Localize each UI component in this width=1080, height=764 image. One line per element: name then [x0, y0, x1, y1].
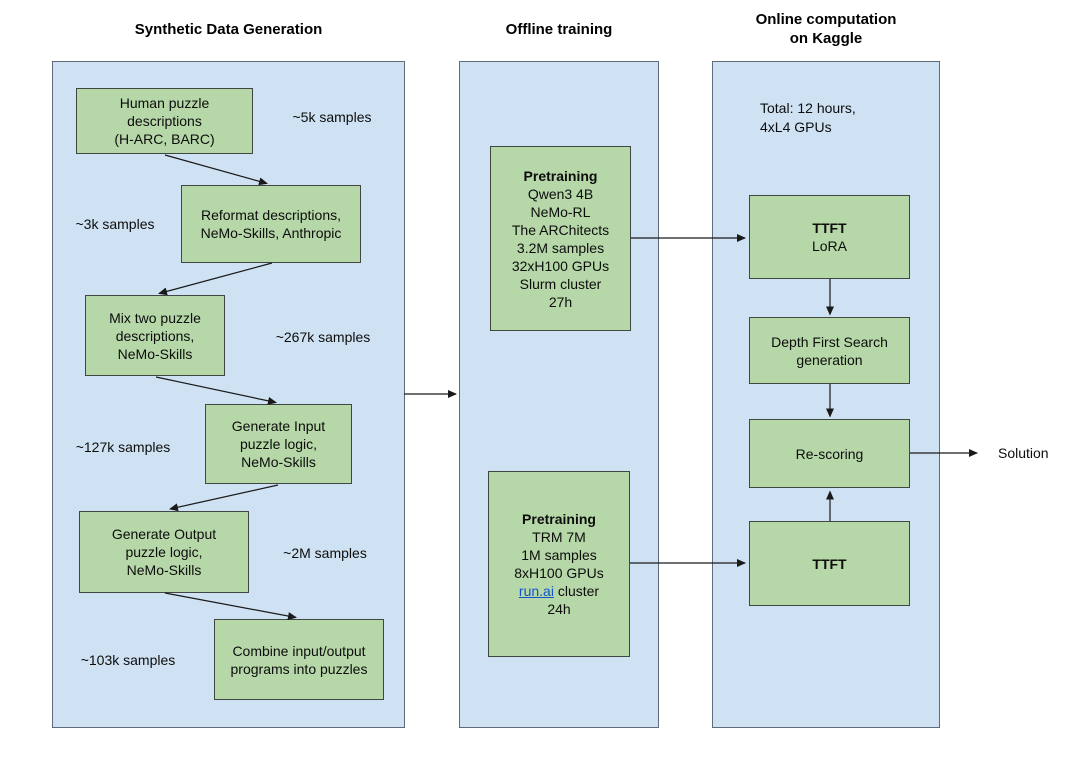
- pretraining-trm-heading: Pretraining: [522, 511, 596, 527]
- cluster-suffix: cluster: [553, 583, 600, 599]
- ttft-box: TTFT: [749, 521, 910, 606]
- pretraining-trm-box: Pretraining TRM 7M 1M samples 8xH100 GPU…: [488, 471, 630, 657]
- ttft-heading: TTFT: [812, 555, 847, 572]
- pretraining-qwen-box: Pretraining Qwen3 4B NeMo-RL The ARChite…: [490, 146, 631, 331]
- run-ai-link[interactable]: run.ai: [518, 583, 554, 599]
- solution-label: Solution: [998, 445, 1049, 461]
- left-column-title: Synthetic Data Generation: [134, 21, 323, 38]
- samples-label-267k: ~267k samples: [275, 329, 371, 345]
- ttft-lora-line: LoRA: [811, 238, 848, 254]
- pretraining-qwen-line: Slurm cluster: [519, 275, 602, 292]
- human-descriptions-box: Human puzzle descriptions (H-ARC, BARC): [76, 88, 253, 154]
- dfs-generation-box: Depth First Search generation: [749, 317, 910, 384]
- online-computation-container: [712, 61, 940, 728]
- reformat-descriptions-box: Reformat descriptions, NeMo-Skills, Anth…: [181, 185, 361, 263]
- middle-column-title: Offline training: [505, 21, 613, 38]
- samples-label-2m: ~2M samples: [283, 545, 367, 561]
- pretraining-qwen-line: The ARChitects: [511, 221, 610, 238]
- pretraining-trm-duration: 24h: [547, 601, 571, 617]
- samples-label-5k: ~5k samples: [292, 109, 372, 125]
- samples-label-103k: ~103k samples: [80, 652, 176, 668]
- pretraining-qwen-line: 27h: [548, 293, 573, 310]
- pretraining-trm-line: 8xH100 GPUs: [514, 565, 604, 581]
- pretraining-qwen-line: NeMo-RL: [530, 203, 591, 220]
- pretraining-trm-line: 1M samples: [521, 547, 597, 563]
- ttft-lora-heading: TTFT: [812, 220, 847, 236]
- re-scoring-box: Re-scoring: [749, 419, 910, 488]
- pretraining-qwen-heading: Pretraining: [523, 167, 598, 184]
- total-runtime-note: Total: 12 hours, 4xL4 GPUs: [760, 100, 856, 135]
- generate-input-box: Generate Input puzzle logic, NeMo-Skills: [205, 404, 352, 484]
- combine-programs-box: Combine input/output programs into puzzl…: [214, 619, 384, 700]
- right-column-title: Online computation on Kaggle: [755, 11, 897, 47]
- pretraining-trm-line: TRM 7M: [532, 529, 586, 545]
- samples-label-127k: ~127k samples: [75, 439, 171, 455]
- ttft-lora-box: TTFT LoRA: [749, 195, 910, 279]
- samples-label-3k: ~3k samples: [75, 216, 155, 232]
- pretraining-qwen-line: 3.2M samples: [516, 239, 605, 256]
- pretraining-qwen-line: 32xH100 GPUs: [511, 257, 610, 274]
- cluster-line: run.ai cluster: [519, 582, 599, 600]
- generate-output-box: Generate Output puzzle logic, NeMo-Skill…: [79, 511, 249, 593]
- pretraining-qwen-line: Qwen3 4B: [527, 185, 594, 202]
- mix-descriptions-box: Mix two puzzle descriptions, NeMo-Skills: [85, 295, 225, 376]
